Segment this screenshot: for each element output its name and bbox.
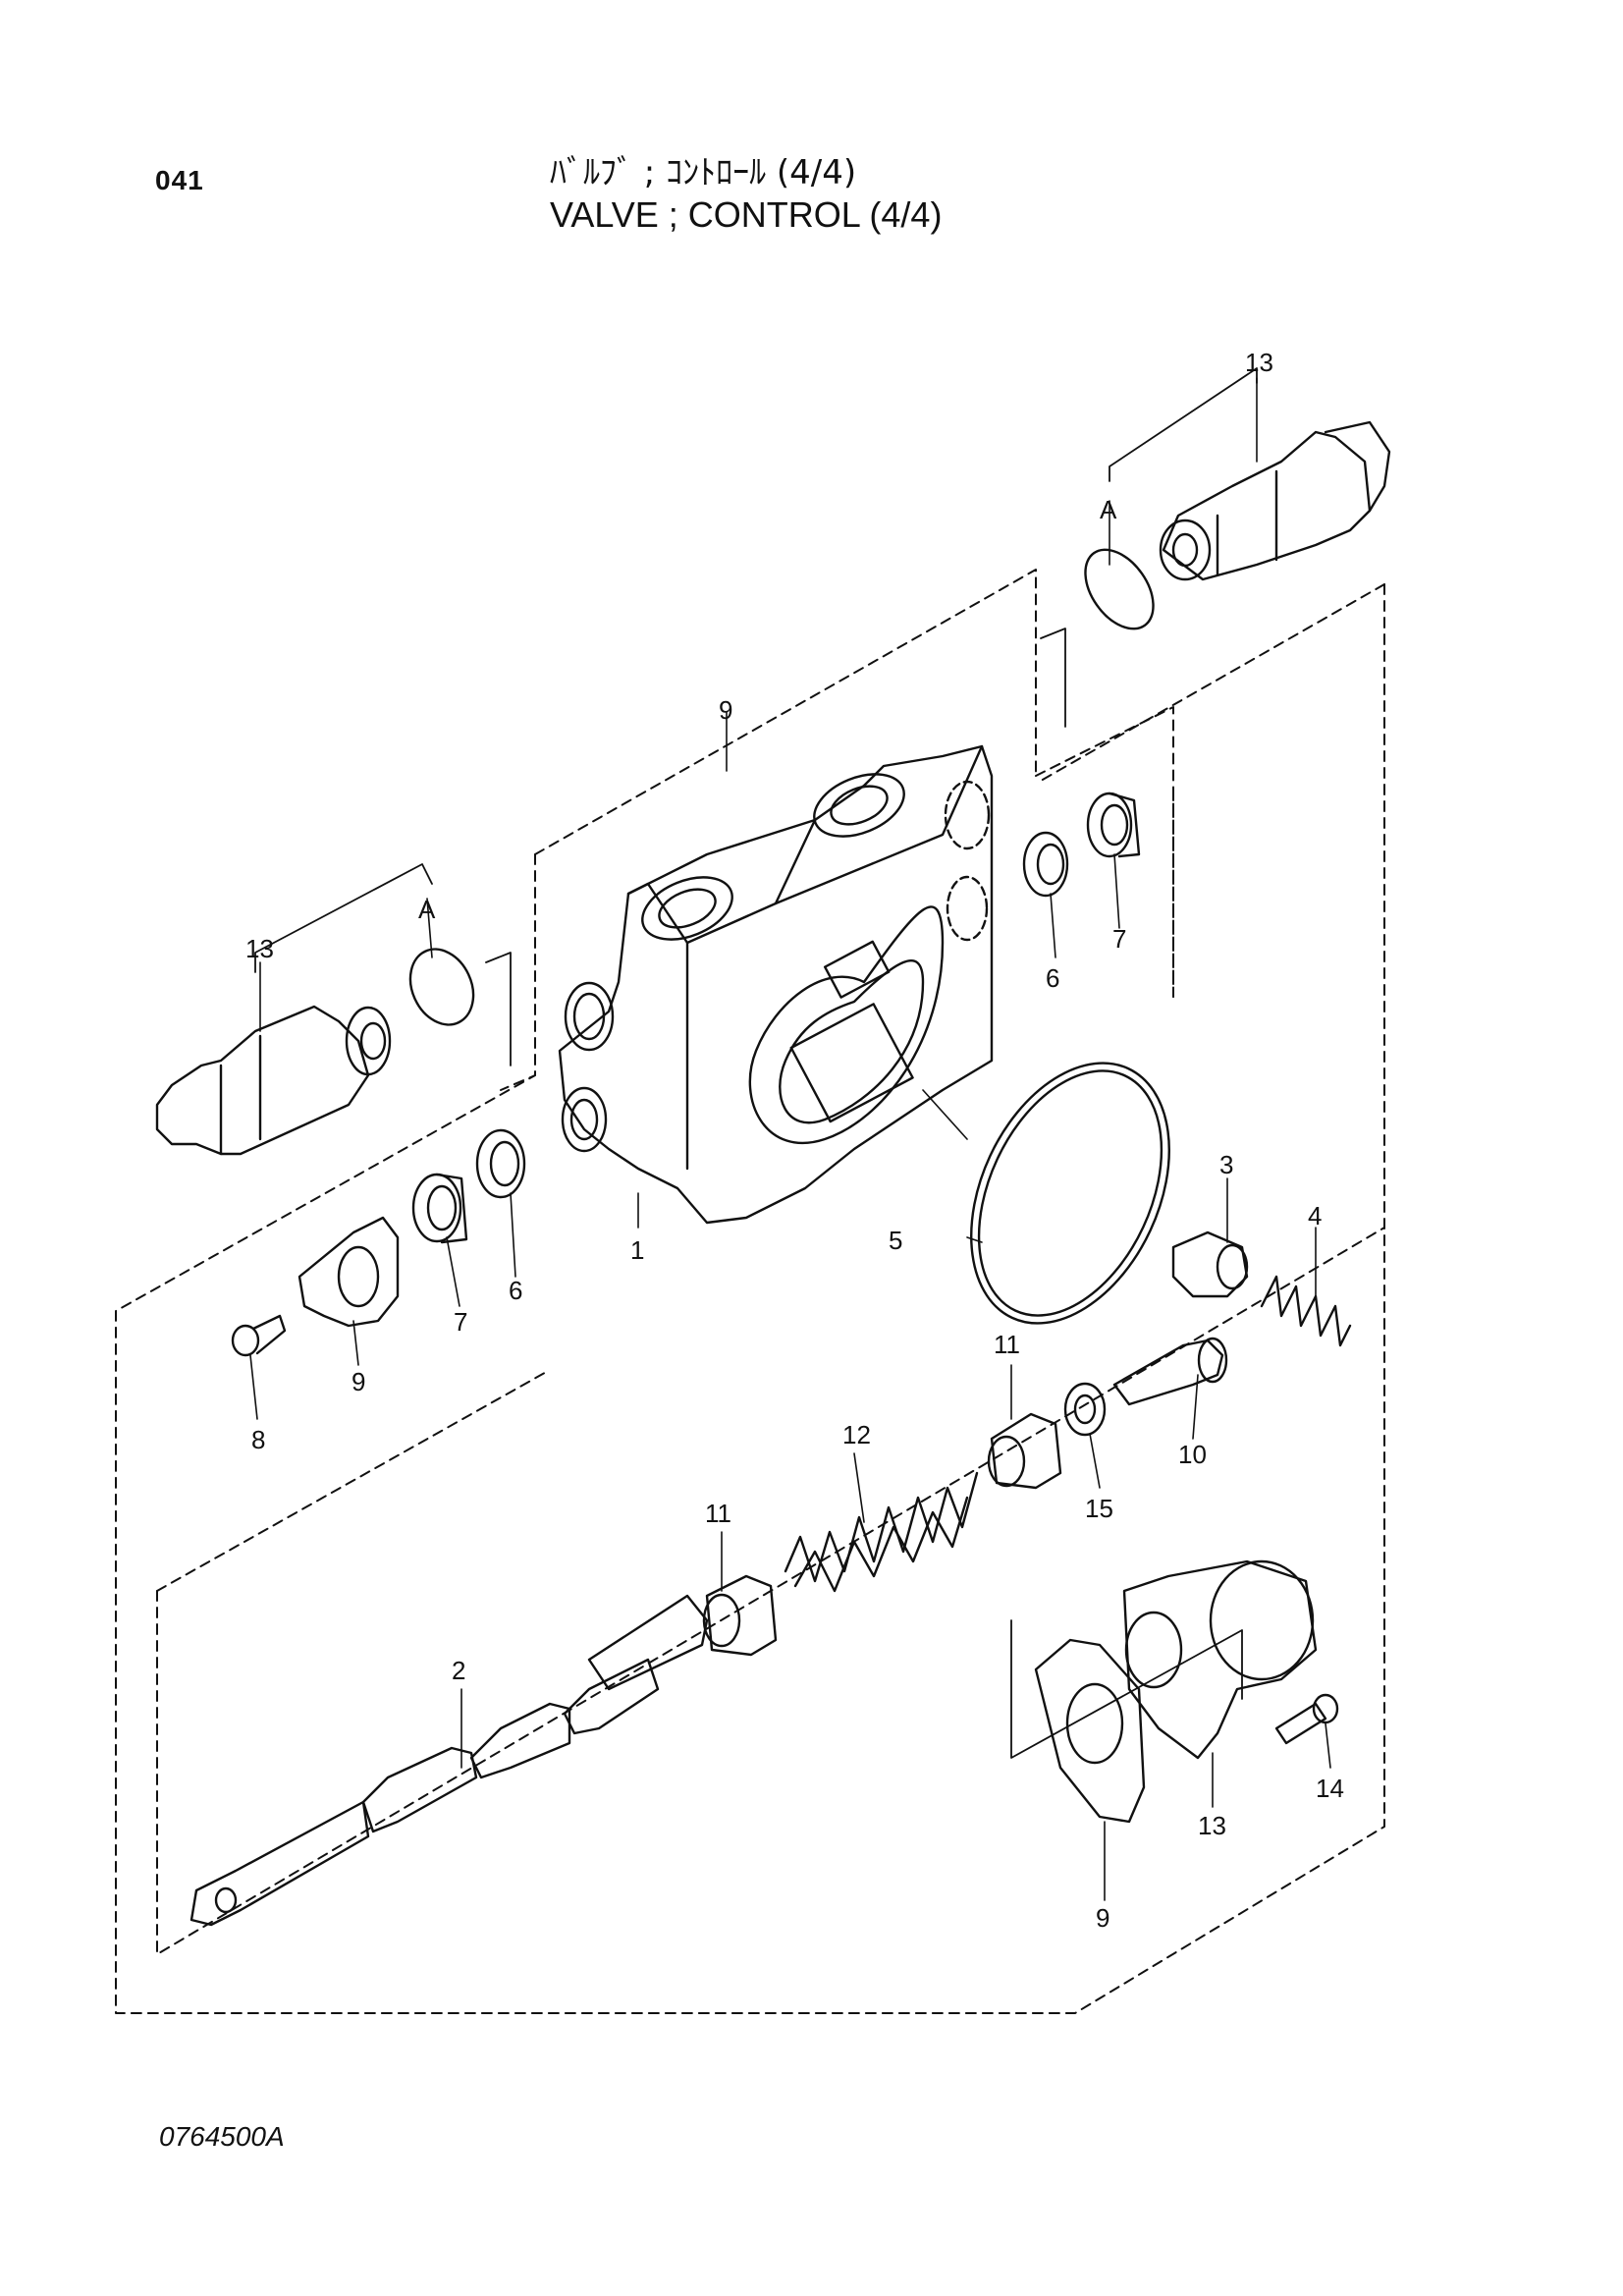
- callout-11: 11: [705, 1499, 731, 1528]
- bolt-14: [1274, 1693, 1339, 1745]
- leader-bracket-7-6: [1040, 628, 1066, 728]
- callout-labels: 13 A 9 13 A 6 7 1 6 7 9 8 3 4 5 11 10 15…: [245, 348, 1344, 1933]
- spring-12: [784, 1471, 979, 1593]
- callout-A: A: [1100, 495, 1117, 524]
- leader-13-top: [1109, 367, 1258, 482]
- callout-7: 7: [454, 1307, 467, 1337]
- bolt-8: [231, 1314, 287, 1357]
- relief-valve-left: [155, 1005, 392, 1156]
- o-ring-A-left: [408, 948, 475, 1026]
- seal-ring-7-right: [1086, 792, 1141, 858]
- page-number: 041: [155, 165, 204, 195]
- callout-13: 13: [1198, 1811, 1226, 1840]
- seal-ring-7-left: [411, 1173, 468, 1244]
- title-english: VALVE ; CONTROL (4/4): [550, 194, 943, 235]
- callout-8: 8: [251, 1425, 265, 1454]
- leader-9-right: [1010, 1619, 1243, 1759]
- callout-4: 4: [1308, 1201, 1322, 1230]
- stopper-bolt-10: [1112, 1337, 1228, 1406]
- spring-4: [1260, 1275, 1352, 1347]
- callout-12: 12: [842, 1420, 871, 1449]
- cover-13-bottom: [1122, 1559, 1318, 1760]
- callout-5: 5: [889, 1226, 902, 1255]
- title-japanese: ﾊﾞﾙﾌﾞ ; ｺﾝﾄﾛｰﾙ (4/4): [550, 153, 857, 192]
- o-ring-A-top: [1084, 548, 1155, 630]
- callout-A: A: [418, 895, 436, 924]
- spring-seat-11-right: [987, 1412, 1062, 1490]
- callout-11: 11: [994, 1330, 1020, 1359]
- spool-2: [189, 1594, 709, 1927]
- callout-13: 13: [1245, 348, 1273, 377]
- callout-6: 6: [1046, 963, 1059, 993]
- callout-1: 1: [630, 1235, 644, 1265]
- flange-plate-9-left: [298, 1216, 400, 1328]
- callout-2: 2: [452, 1656, 465, 1685]
- spring-seat-11-left: [702, 1574, 778, 1657]
- drawing-code: 0764500A: [159, 2121, 285, 2152]
- seal-ring-6-right: [1022, 831, 1069, 898]
- flange-plate-9-bottom: [1034, 1638, 1146, 1824]
- callout-9: 9: [719, 695, 732, 725]
- callout-10: 10: [1178, 1440, 1207, 1469]
- relief-valve-top: [1159, 420, 1391, 581]
- callout-leaders: [249, 377, 1331, 1901]
- plug-3: [1171, 1230, 1249, 1298]
- callout-15: 15: [1085, 1494, 1113, 1523]
- valve-body: [558, 744, 994, 1225]
- dashed-boundary-upper: [115, 569, 1385, 2014]
- callout-9: 9: [352, 1367, 365, 1396]
- o-ring-5: [970, 1062, 1170, 1325]
- callout-3: 3: [1219, 1150, 1233, 1179]
- seal-ring-6-left: [475, 1128, 526, 1199]
- leader-13-left: [254, 863, 433, 973]
- washer-15: [1063, 1382, 1107, 1437]
- callout-6: 6: [509, 1276, 522, 1305]
- callout-14: 14: [1316, 1774, 1344, 1803]
- callout-9: 9: [1096, 1903, 1109, 1933]
- leader-bracket-left-A: [485, 952, 512, 1066]
- callout-13: 13: [245, 934, 274, 963]
- callout-7: 7: [1112, 924, 1126, 954]
